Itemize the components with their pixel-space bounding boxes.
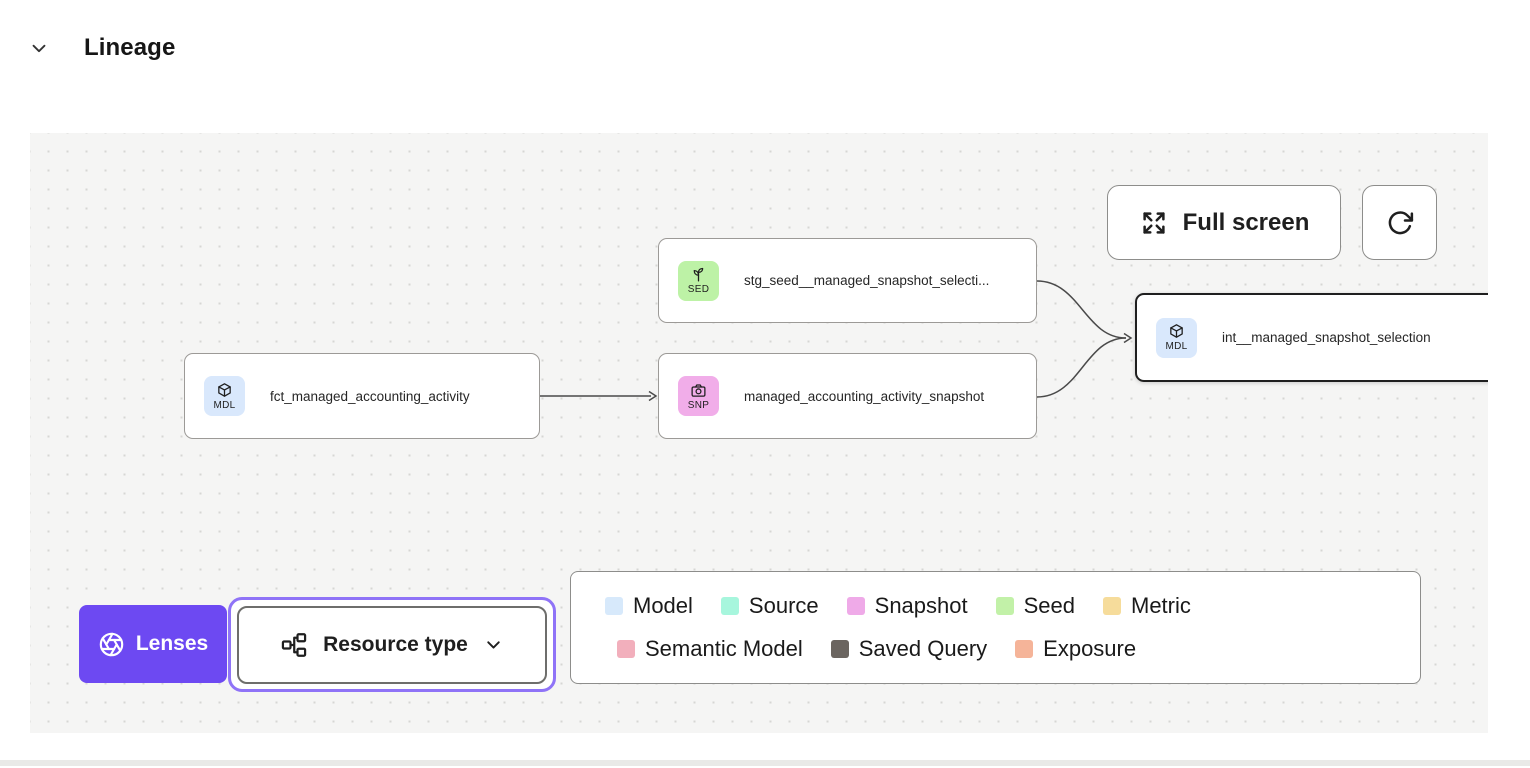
node-stg-seed-managed-snapshot-selection[interactable]: SED stg_seed__managed_snapshot_selecti..… [658, 238, 1037, 323]
legend-item-source: Source [720, 593, 819, 619]
node-label: managed_accounting_activity_snapshot [744, 388, 985, 404]
legend-label: Model [633, 593, 693, 618]
chevron-down-icon[interactable] [28, 37, 50, 59]
camera-icon [690, 382, 707, 399]
metric-swatch [1103, 597, 1121, 615]
legend-item-exposure: Exposure [1015, 636, 1136, 662]
legend-row-2: Semantic Model Saved Query Exposure [617, 636, 1420, 662]
bottom-divider [0, 760, 1530, 766]
saved-query-swatch [830, 640, 849, 658]
cube-icon [1168, 323, 1185, 340]
chevron-down-icon [483, 634, 504, 655]
source-swatch [720, 597, 739, 615]
node-managed-accounting-activity-snapshot[interactable]: SNP managed_accounting_activity_snapshot [658, 353, 1037, 439]
node-fct-managed-accounting-activity[interactable]: MDL fct_managed_accounting_activity [184, 353, 540, 439]
resource-type-dropdown[interactable]: Resource type [237, 605, 547, 684]
expand-icon [1139, 208, 1169, 238]
legend-item-model: Model [605, 593, 693, 619]
legend-label: Exposure [1043, 636, 1137, 661]
model-swatch [605, 597, 623, 615]
legend-item-metric: Metric [1103, 593, 1191, 619]
lineage-canvas[interactable]: Full screen SED stg_seed__managed_snapsh… [30, 133, 1488, 733]
seed-swatch [995, 597, 1014, 615]
lenses-label: Lenses [135, 632, 209, 655]
snapshot-badge: SNP [678, 376, 719, 416]
full-screen-label: Full screen [1182, 208, 1310, 236]
hierarchy-icon [280, 631, 308, 659]
legend-label: Source [748, 593, 819, 618]
page-title: Lineage [84, 34, 176, 61]
resource-type-label: Resource type [323, 632, 468, 656]
cube-icon [216, 382, 233, 399]
resource-type-focus-ring: Resource type [228, 597, 556, 692]
semantic-model-swatch [617, 640, 635, 658]
legend-label: Metric [1131, 593, 1191, 618]
legend-row-1: Model Source Snapshot Seed Metric [605, 593, 1420, 619]
exposure-swatch [1015, 640, 1034, 658]
node-label: int__managed_snapshot_selection [1222, 330, 1431, 345]
legend-label: Snapshot [874, 593, 968, 618]
node-type-abbr: SNP [687, 399, 710, 411]
node-int-managed-snapshot-selection[interactable]: MDL int__managed_snapshot_selection [1135, 293, 1488, 382]
snapshot-swatch [846, 597, 865, 615]
node-label: fct_managed_accounting_activity [270, 388, 470, 404]
refresh-button[interactable] [1362, 185, 1437, 260]
lenses-button[interactable]: Lenses [79, 605, 227, 683]
node-type-abbr: MDL [213, 399, 236, 411]
full-screen-button[interactable]: Full screen [1107, 185, 1341, 260]
model-badge: MDL [204, 376, 245, 416]
aperture-icon [98, 631, 125, 658]
lineage-header: Lineage [28, 34, 175, 62]
model-badge: MDL [1156, 317, 1197, 358]
sprout-icon [690, 266, 707, 283]
legend-label: Saved Query [858, 636, 988, 661]
seed-badge: SED [678, 260, 719, 301]
node-type-abbr: MDL [1165, 341, 1188, 352]
legend: Model Source Snapshot Seed Metric S [570, 571, 1421, 684]
refresh-icon [1385, 208, 1415, 238]
legend-item-snapshot: Snapshot [846, 593, 968, 619]
node-label: stg_seed__managed_snapshot_selecti... [744, 273, 990, 288]
node-type-abbr: SED [687, 284, 710, 295]
legend-item-saved-query: Saved Query [830, 636, 988, 662]
legend-label: Semantic Model [645, 636, 803, 661]
legend-item-semantic-model: Semantic Model [617, 636, 803, 662]
legend-item-seed: Seed [995, 593, 1075, 619]
legend-label: Seed [1023, 593, 1075, 618]
